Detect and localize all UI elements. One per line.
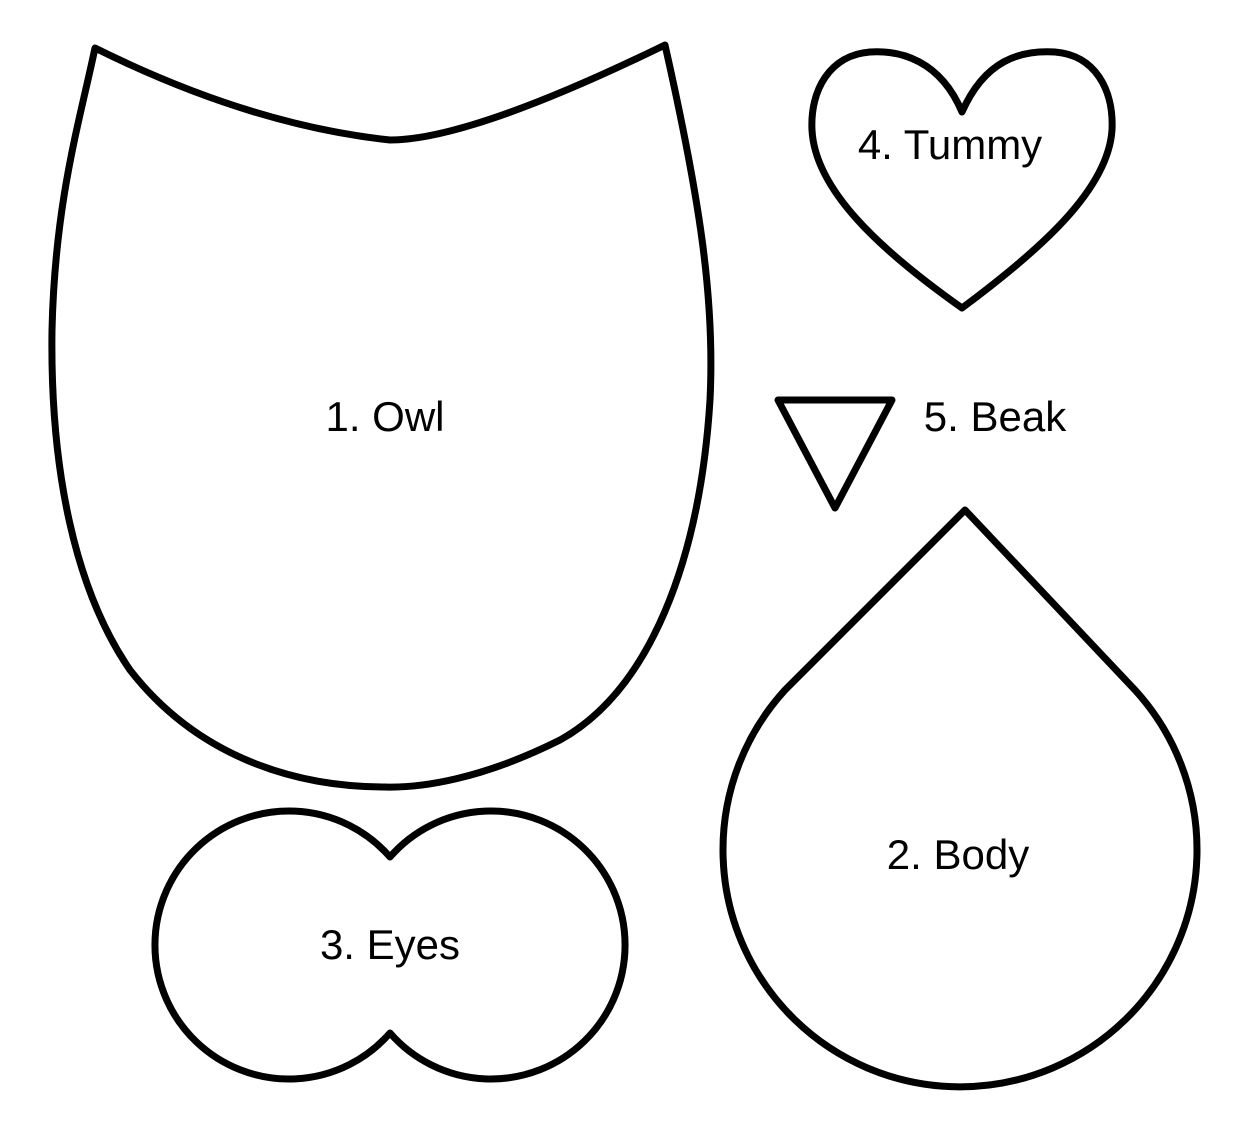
body-label: 2. Body xyxy=(887,831,1029,878)
body-piece: 2. Body xyxy=(719,506,1201,1091)
eyes-piece: 3. Eyes xyxy=(151,807,629,1083)
tummy-label: 4. Tummy xyxy=(858,121,1042,168)
beak-label: 5. Beak xyxy=(924,393,1067,440)
owl-shape xyxy=(48,41,715,791)
heart-shape xyxy=(808,48,1116,312)
owl-label: 1. Owl xyxy=(325,393,444,440)
triangle-shape xyxy=(774,396,896,512)
owl-piece: 1. Owl xyxy=(48,41,715,791)
teardrop-shape xyxy=(719,506,1201,1091)
tummy-piece: 4. Tummy xyxy=(808,48,1116,312)
eyes-label: 3. Eyes xyxy=(320,921,460,968)
double-circle-shape xyxy=(151,807,629,1083)
beak-piece: 5. Beak xyxy=(774,393,1067,512)
